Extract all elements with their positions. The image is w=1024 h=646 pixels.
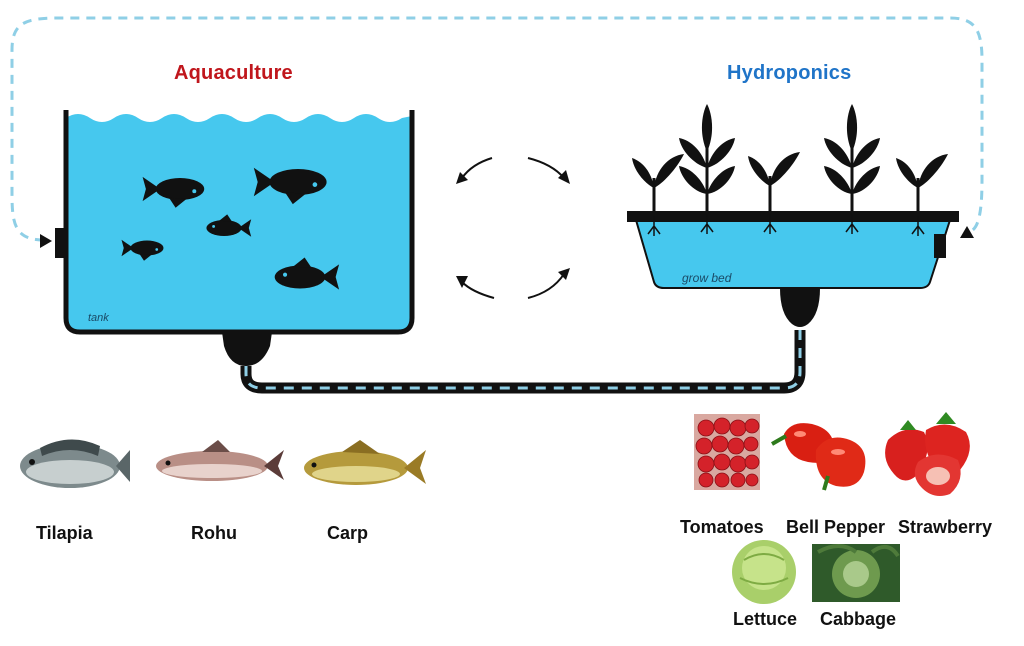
connecting-pipe (240, 330, 806, 394)
lettuce-icon (732, 540, 796, 604)
fish-label-tilapia: Tilapia (36, 523, 93, 543)
outflow-arrow-icon (960, 226, 974, 238)
tomato-icon (694, 414, 760, 490)
inflow-arrow-icon (40, 234, 52, 248)
tank-label: tank (88, 312, 109, 324)
bell-pepper-icon (771, 423, 866, 491)
strawberry-icon (885, 412, 970, 496)
cabbage-icon (812, 544, 900, 602)
cycle-arrow-icon (461, 157, 565, 299)
plant-label-bell-pepper: Bell Pepper (786, 517, 886, 537)
fish-tank: tank (55, 110, 415, 366)
fish-label-rohu: Rohu (191, 523, 237, 543)
hydroponics-title: Hydroponics (727, 62, 852, 84)
plant-label-lettuce: Lettuce (733, 609, 798, 629)
plant-label-strawberry: Strawberry (898, 517, 993, 537)
return-flow-line (10, 16, 984, 242)
plant-label-cabbage: Cabbage (820, 609, 897, 629)
fish-label-carp: Carp (327, 523, 369, 543)
rohu-image (156, 440, 284, 481)
carp-image (304, 440, 426, 485)
grow-bed-label: grow bed (682, 271, 732, 285)
aquaculture-title: Aquaculture (174, 62, 293, 84)
grow-bed: grow bed (627, 102, 959, 327)
plant-label-tomatoes: Tomatoes (680, 517, 764, 537)
tilapia-image (20, 439, 130, 488)
